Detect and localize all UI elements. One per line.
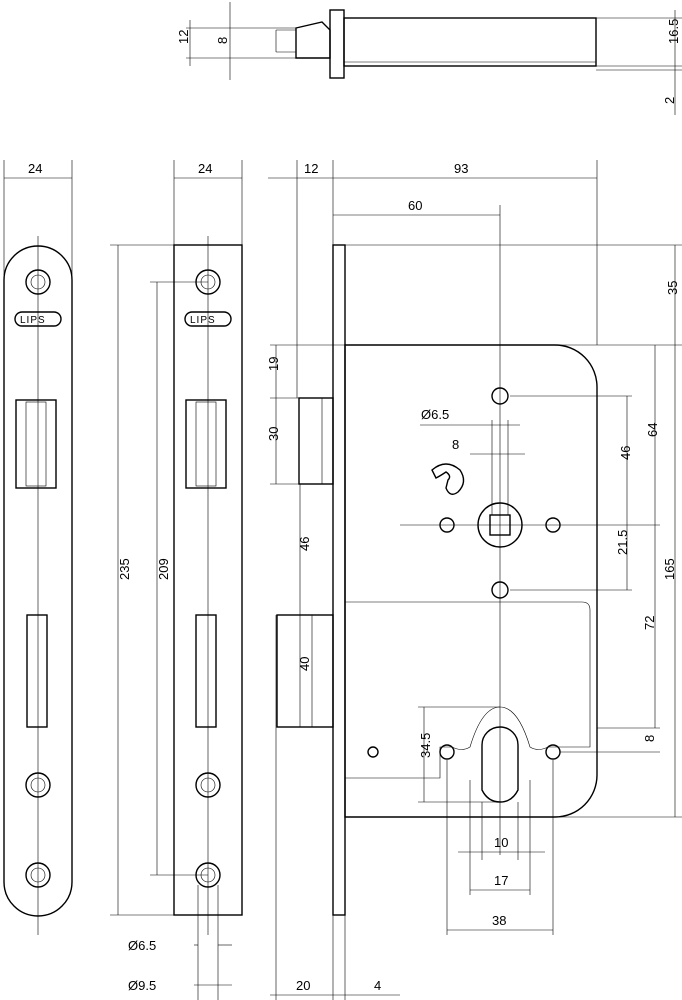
dim-46-left: 46 — [297, 537, 312, 551]
top-case — [343, 17, 597, 67]
dim-case-93: 93 — [454, 161, 468, 176]
dim-bottom-4: 4 — [374, 978, 381, 993]
top-view: 12 8 16.5 2 — [176, 2, 682, 115]
logo-text-2: LIPS — [190, 315, 216, 326]
dim-165: 165 — [662, 558, 677, 580]
logo-badge — [14, 311, 62, 327]
lock-body — [276, 205, 660, 916]
dim-cyl-8: 8 — [642, 735, 657, 742]
dim-top-16-5: 16.5 — [666, 19, 681, 44]
dim-screw-d95: Ø9.5 — [128, 978, 156, 993]
logo-text: LIPS — [20, 315, 46, 326]
faceplate-square: LIPS — [173, 236, 243, 935]
dim-cyl-10: 10 — [494, 835, 508, 850]
top-forend — [329, 9, 345, 79]
dim-screw-d65: Ø6.5 — [128, 938, 156, 953]
dim-64: 64 — [645, 423, 660, 437]
dim-spindle-d65: Ø6.5 — [421, 407, 449, 422]
dim-bottom-20: 20 — [296, 978, 310, 993]
dim-backset-60: 60 — [408, 198, 422, 213]
dim-235: 235 — [117, 558, 132, 580]
latch-slot — [15, 399, 57, 489]
faceplate-rounded-outline — [3, 245, 73, 917]
cylinder-cutout-icon — [481, 726, 519, 803]
dim-46-right: 46 — [618, 446, 633, 460]
latch-bolt — [298, 397, 334, 485]
screw-hole-bottom-icon — [25, 862, 51, 888]
dim-faceplate-width-a: 24 — [28, 161, 42, 176]
dim-cyl-17: 17 — [494, 873, 508, 888]
screw-hole-top-icon — [25, 269, 51, 295]
dim-cyl-38: 38 — [492, 913, 506, 928]
dim-latch-30: 30 — [266, 427, 281, 441]
bolt-slot — [26, 614, 48, 728]
dim-forend-12: 12 — [304, 161, 318, 176]
dim-cyl-34-5: 34.5 — [418, 733, 433, 758]
dim-top-8: 8 — [215, 37, 230, 44]
screw-hole-mid-icon — [25, 772, 51, 798]
dim-35: 35 — [665, 281, 680, 295]
dim-latch-19: 19 — [266, 357, 281, 371]
dim-72: 72 — [642, 616, 657, 630]
dead-bolt — [276, 614, 334, 728]
faceplate-rounded: LIPS — [3, 236, 73, 935]
dim-top-2: 2 — [662, 97, 677, 104]
hook-icon — [431, 463, 465, 495]
dim-spindle-8: 8 — [452, 437, 459, 452]
top-latch — [295, 21, 331, 59]
lock-case — [344, 344, 598, 818]
dim-209: 209 — [156, 558, 171, 580]
dim-bolt-40: 40 — [297, 657, 312, 671]
dim-21-5: 21.5 — [615, 530, 630, 555]
dim-top-12: 12 — [176, 30, 191, 44]
dim-faceplate-width-b: 24 — [198, 161, 212, 176]
inner-plate — [345, 601, 591, 779]
forend — [332, 244, 346, 916]
